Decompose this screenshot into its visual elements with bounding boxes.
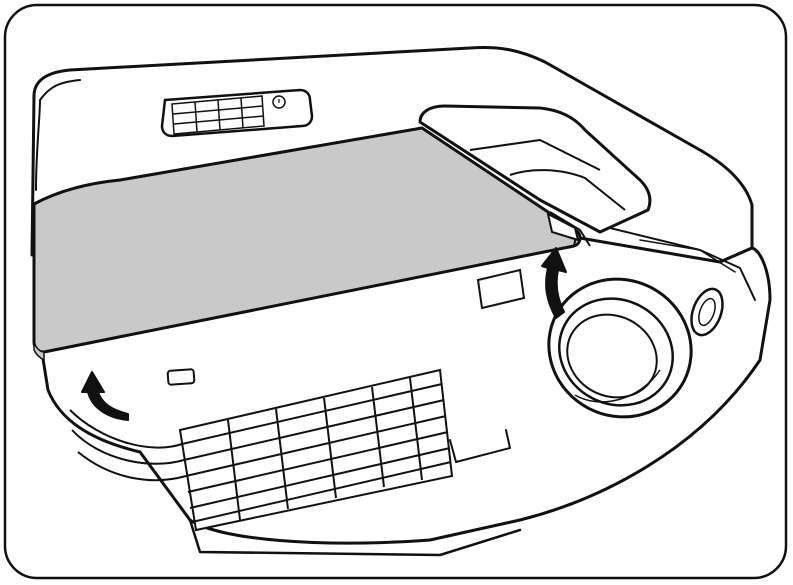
vent-grille (69, 368, 454, 532)
up-arrow-icon (81, 371, 129, 421)
front-indicator (166, 368, 196, 386)
ir-sensor (690, 287, 724, 337)
cover-latch (546, 212, 580, 242)
keypad-grid (171, 95, 265, 135)
projection-lens (547, 277, 693, 419)
front-label-window (476, 268, 526, 310)
up-arrow-icon (541, 247, 567, 319)
control-panel (160, 88, 314, 138)
lens-hood (418, 104, 652, 247)
